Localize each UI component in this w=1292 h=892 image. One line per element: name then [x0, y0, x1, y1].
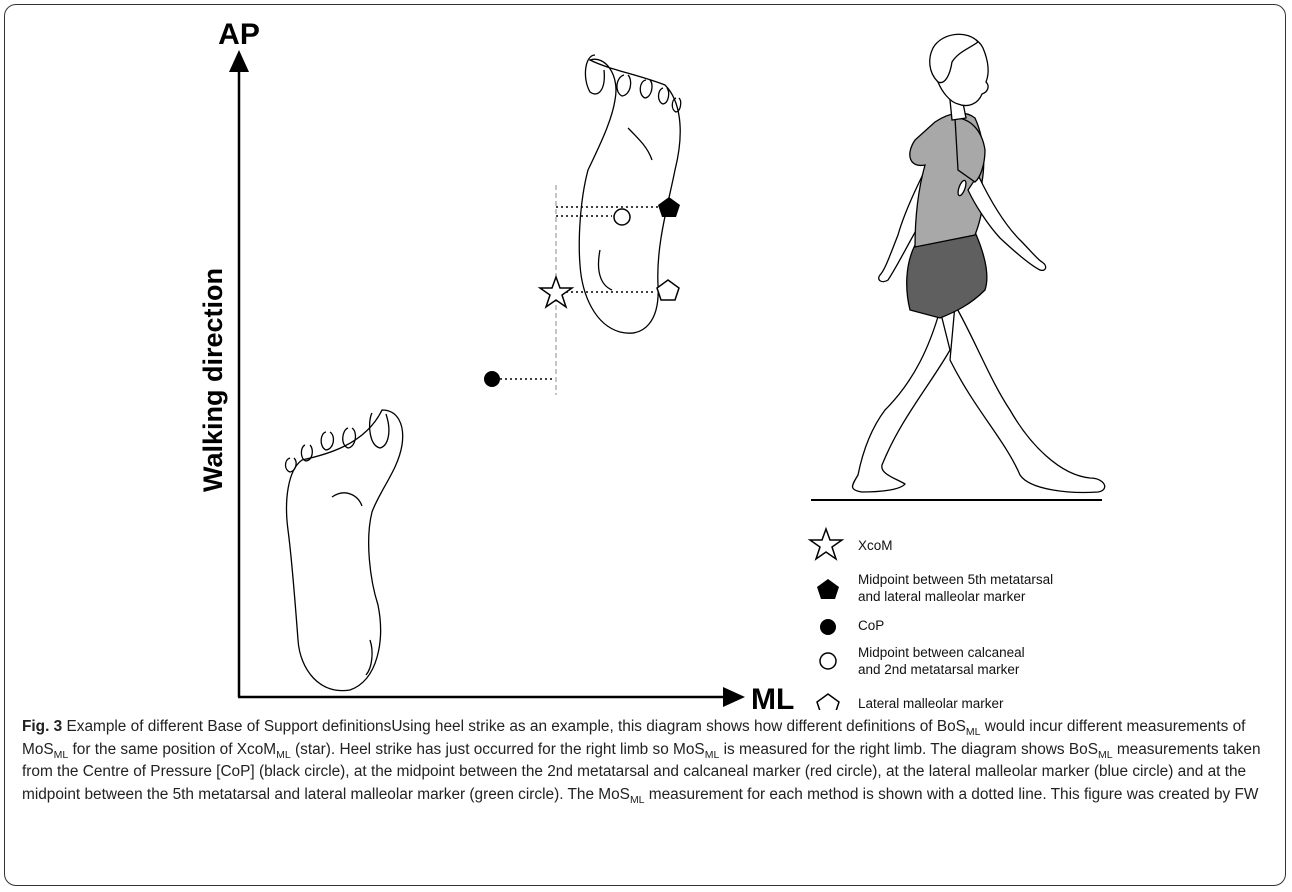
- filled-pentagon-icon: [817, 579, 839, 599]
- caption-text: (star). Heel strike has just occurred fo…: [291, 741, 705, 758]
- figure-caption: Fig. 3 Example of different Base of Supp…: [22, 716, 1272, 806]
- open-circle-icon: [820, 653, 836, 669]
- axes: AP ML Walking direction: [198, 18, 794, 710]
- figure-title: Example of different Base of Support def…: [66, 718, 391, 735]
- caption-text: for the same position of XcoM: [68, 741, 276, 758]
- caption-text: measurement for each method is shown wit…: [645, 786, 1259, 803]
- open-circle-icon: [614, 209, 630, 225]
- filled-pentagon-icon: [658, 197, 680, 217]
- ml-axis-label: ML: [751, 683, 794, 710]
- open-pentagon-icon: [657, 280, 679, 300]
- legend-label: Lateral malleolar marker: [858, 696, 1004, 710]
- legend: XcoM Midpoint between 5th metatarsal and…: [810, 529, 1053, 710]
- base-of-support-diagram: AP ML Walking direction: [0, 0, 1292, 710]
- caption-subscript: ML: [705, 749, 720, 761]
- star-icon: [810, 529, 842, 559]
- caption-text: is measured for the right limb. The diag…: [719, 741, 1098, 758]
- xcom-star-icon: [540, 277, 572, 307]
- legend-label: CoP: [858, 618, 884, 633]
- legend-item-open-circle: Midpoint between calcaneal and 2nd metat…: [820, 645, 1025, 677]
- legend-label: and 2nd metatarsal marker: [858, 662, 1020, 677]
- legend-item-xcom: XcoM: [810, 529, 893, 559]
- ml-axis-arrowhead: [723, 687, 745, 707]
- figure-number: Fig. 3: [22, 718, 62, 735]
- ap-axis-label: AP: [218, 18, 260, 51]
- caption-subscript: ML: [630, 794, 645, 806]
- ap-axis-arrowhead: [229, 50, 249, 72]
- filled-circle-icon: [820, 619, 836, 635]
- legend-label: Midpoint between calcaneal: [858, 645, 1025, 660]
- cop-filled-circle-icon: [484, 371, 500, 387]
- legend-label: Midpoint between 5th metatarsal: [858, 572, 1053, 587]
- caption-subscript: ML: [276, 749, 291, 761]
- left-foot: [286, 410, 403, 691]
- walking-person-illustration: [811, 34, 1105, 500]
- legend-item-open-pentagon: Lateral malleolar marker: [817, 694, 1004, 710]
- caption-subscript: ML: [54, 749, 69, 761]
- caption-subscript: ML: [966, 726, 981, 738]
- open-pentagon-icon: [817, 694, 839, 710]
- legend-label: XcoM: [858, 538, 893, 553]
- legend-item-filled-pentagon: Midpoint between 5th metatarsal and late…: [817, 572, 1053, 604]
- caption-text: Using heel strike as an example, this di…: [391, 718, 966, 735]
- caption-subscript: ML: [1098, 749, 1113, 761]
- legend-label: and lateral malleolar marker: [858, 589, 1026, 604]
- legend-item-cop: CoP: [820, 618, 884, 635]
- walking-direction-label: Walking direction: [198, 268, 228, 492]
